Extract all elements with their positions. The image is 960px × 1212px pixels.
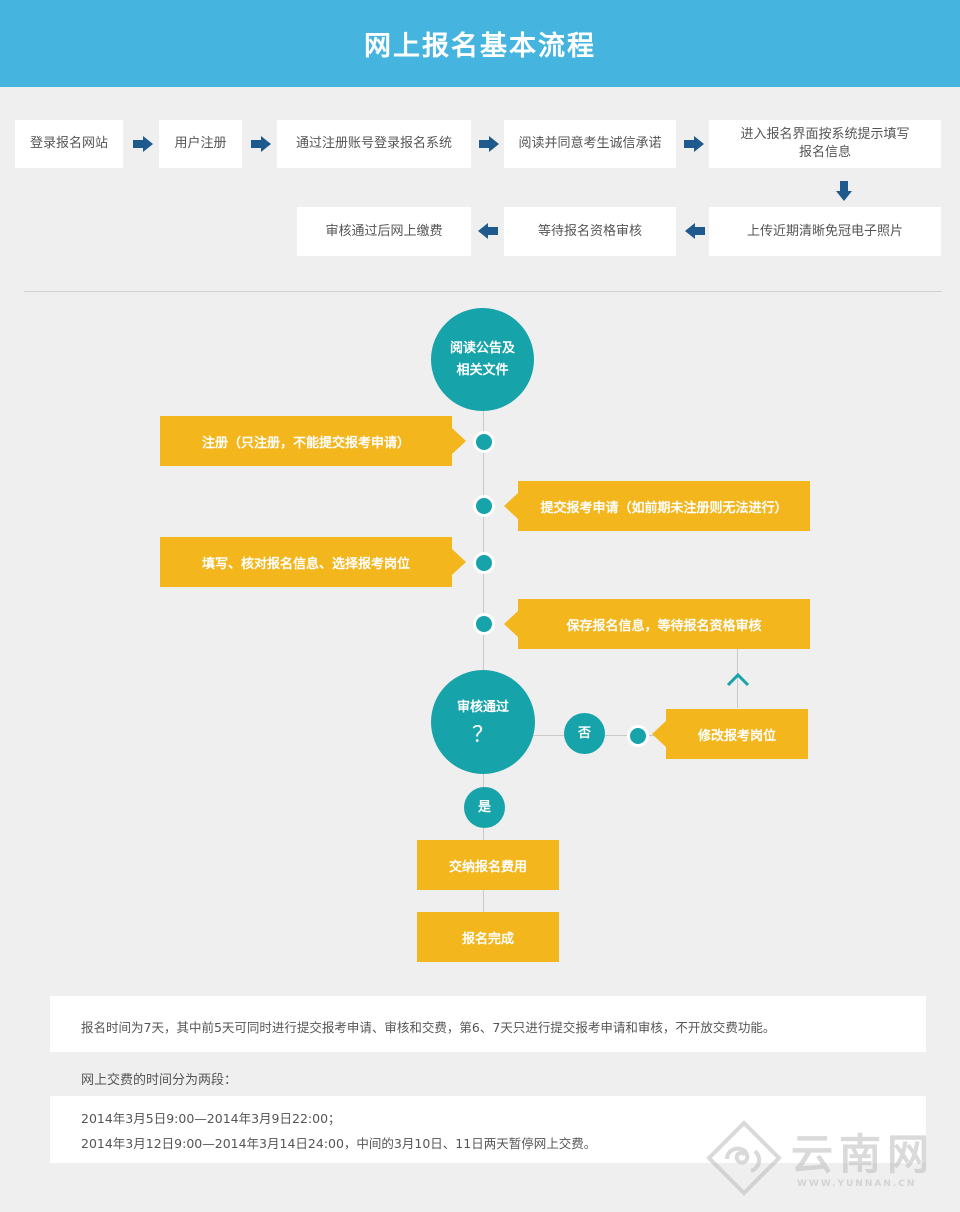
timeline-dot	[473, 552, 495, 574]
notes-payment-heading: 网上交费的时间分为两段：	[81, 1073, 238, 1088]
flow-step-pay: 交纳报名费用	[417, 840, 559, 890]
left-arrow-icon	[685, 223, 705, 239]
yunnan-watermark: 云南网 WWW.YUNNAN.CN	[705, 1115, 955, 1205]
step-label: 审核通过后网上缴费	[325, 223, 443, 239]
pointer-arrow-icon	[452, 428, 466, 454]
flow-step-label: 注册（只注册，不能提交报考申请）	[201, 435, 410, 451]
watermark-url: WWW.YUNNAN.CN	[797, 1179, 917, 1189]
pointer-arrow-icon	[652, 721, 666, 747]
step-login-system: 通过注册账号登录报名系统	[277, 120, 471, 168]
question-mark: ？	[471, 723, 494, 748]
step-label: 上传近期清晰免冠电子照片	[746, 223, 903, 239]
notes-text: 2014年3月5日9:00—2014年3月9日22:00；	[81, 1111, 341, 1126]
decision-label: 审核通过	[456, 700, 509, 715]
step-label: 登录报名网站	[29, 136, 108, 151]
step-wait-review: 等待报名资格审核	[504, 207, 676, 256]
step-label: 用户注册	[174, 136, 227, 151]
flow-step-label: 修改报考岗位	[697, 728, 776, 744]
watermark-text: 云南网	[791, 1130, 936, 1179]
section-divider	[24, 291, 942, 292]
flow-step-done: 报名完成	[417, 912, 559, 962]
right-arrow-icon	[479, 136, 499, 152]
step-register: 用户注册	[159, 120, 242, 168]
step-read-promise: 阅读并同意考生诚信承诺	[504, 120, 676, 168]
step-label: 进入报名界面按系统提示填写报名信息	[740, 127, 910, 160]
flow-step-register: 注册（只注册，不能提交报考申请）	[160, 416, 452, 466]
flow-step-label: 保存报名信息，等待报名资格审核	[566, 618, 762, 634]
notes-box-payment: 2014年3月5日9:00—2014年3月9日22:00； 2014年3月12日…	[50, 1096, 926, 1163]
right-arrow-icon	[684, 136, 704, 152]
yes-label: 是	[477, 799, 491, 815]
timeline-dot	[473, 431, 495, 453]
flow-step-submit: 提交报考申请（如前期未注册则无法进行）	[518, 481, 810, 531]
flow-step-save: 保存报名信息，等待报名资格审核	[518, 599, 810, 649]
chevron-up-icon	[726, 672, 750, 687]
flow-step-fill: 填写、核对报名信息、选择报考岗位	[160, 537, 452, 587]
step-label: 通过注册账号登录报名系统	[295, 136, 452, 151]
pointer-arrow-icon	[452, 549, 466, 575]
decision-node: 审核通过 ？	[431, 670, 535, 774]
notes-text: 2014年3月12日9:00—2014年3月14日24:00，中间的3月10日、…	[81, 1136, 597, 1151]
flow-connector	[737, 648, 738, 708]
step-label: 阅读并同意考生诚信承诺	[518, 136, 662, 151]
notes-box-time: 报名时间为7天，其中前5天可同时进行提交报考申请、审核和交费，第6、7天只进行提…	[50, 996, 926, 1052]
start-node: 阅读公告及相关文件	[431, 308, 534, 411]
no-label: 否	[577, 725, 591, 741]
yunnan-logo-icon	[706, 1120, 782, 1196]
down-arrow-icon	[836, 181, 852, 201]
timeline-dot	[473, 495, 495, 517]
step-fill-info: 进入报名界面按系统提示填写报名信息	[709, 120, 941, 168]
step-label: 等待报名资格审核	[537, 223, 642, 239]
step-login-site: 登录报名网站	[15, 120, 123, 168]
step-upload-photo: 上传近期清晰免冠电子照片	[709, 207, 941, 256]
right-arrow-icon	[251, 136, 271, 152]
no-node: 否	[564, 713, 605, 754]
start-label: 阅读公告及相关文件	[449, 340, 515, 378]
step-pay-online: 审核通过后网上缴费	[297, 207, 471, 256]
pointer-arrow-icon	[504, 493, 518, 519]
timeline-dot	[627, 725, 649, 747]
left-arrow-icon	[478, 223, 498, 239]
page-title: 网上报名基本流程	[0, 0, 960, 87]
pointer-arrow-icon	[504, 611, 518, 637]
timeline-dot	[473, 613, 495, 635]
yes-node: 是	[464, 787, 505, 828]
right-arrow-icon	[133, 136, 153, 152]
flow-step-modify: 修改报考岗位	[666, 709, 808, 759]
notes-text: 报名时间为7天，其中前5天可同时进行提交报考申请、审核和交费，第6、7天只进行提…	[81, 1020, 776, 1035]
flow-step-label: 交纳报名费用	[448, 859, 527, 875]
flow-step-label: 报名完成	[461, 931, 514, 947]
flow-step-label: 填写、核对报名信息、选择报考岗位	[201, 556, 410, 572]
flow-step-label: 提交报考申请（如前期未注册则无法进行）	[540, 500, 788, 516]
